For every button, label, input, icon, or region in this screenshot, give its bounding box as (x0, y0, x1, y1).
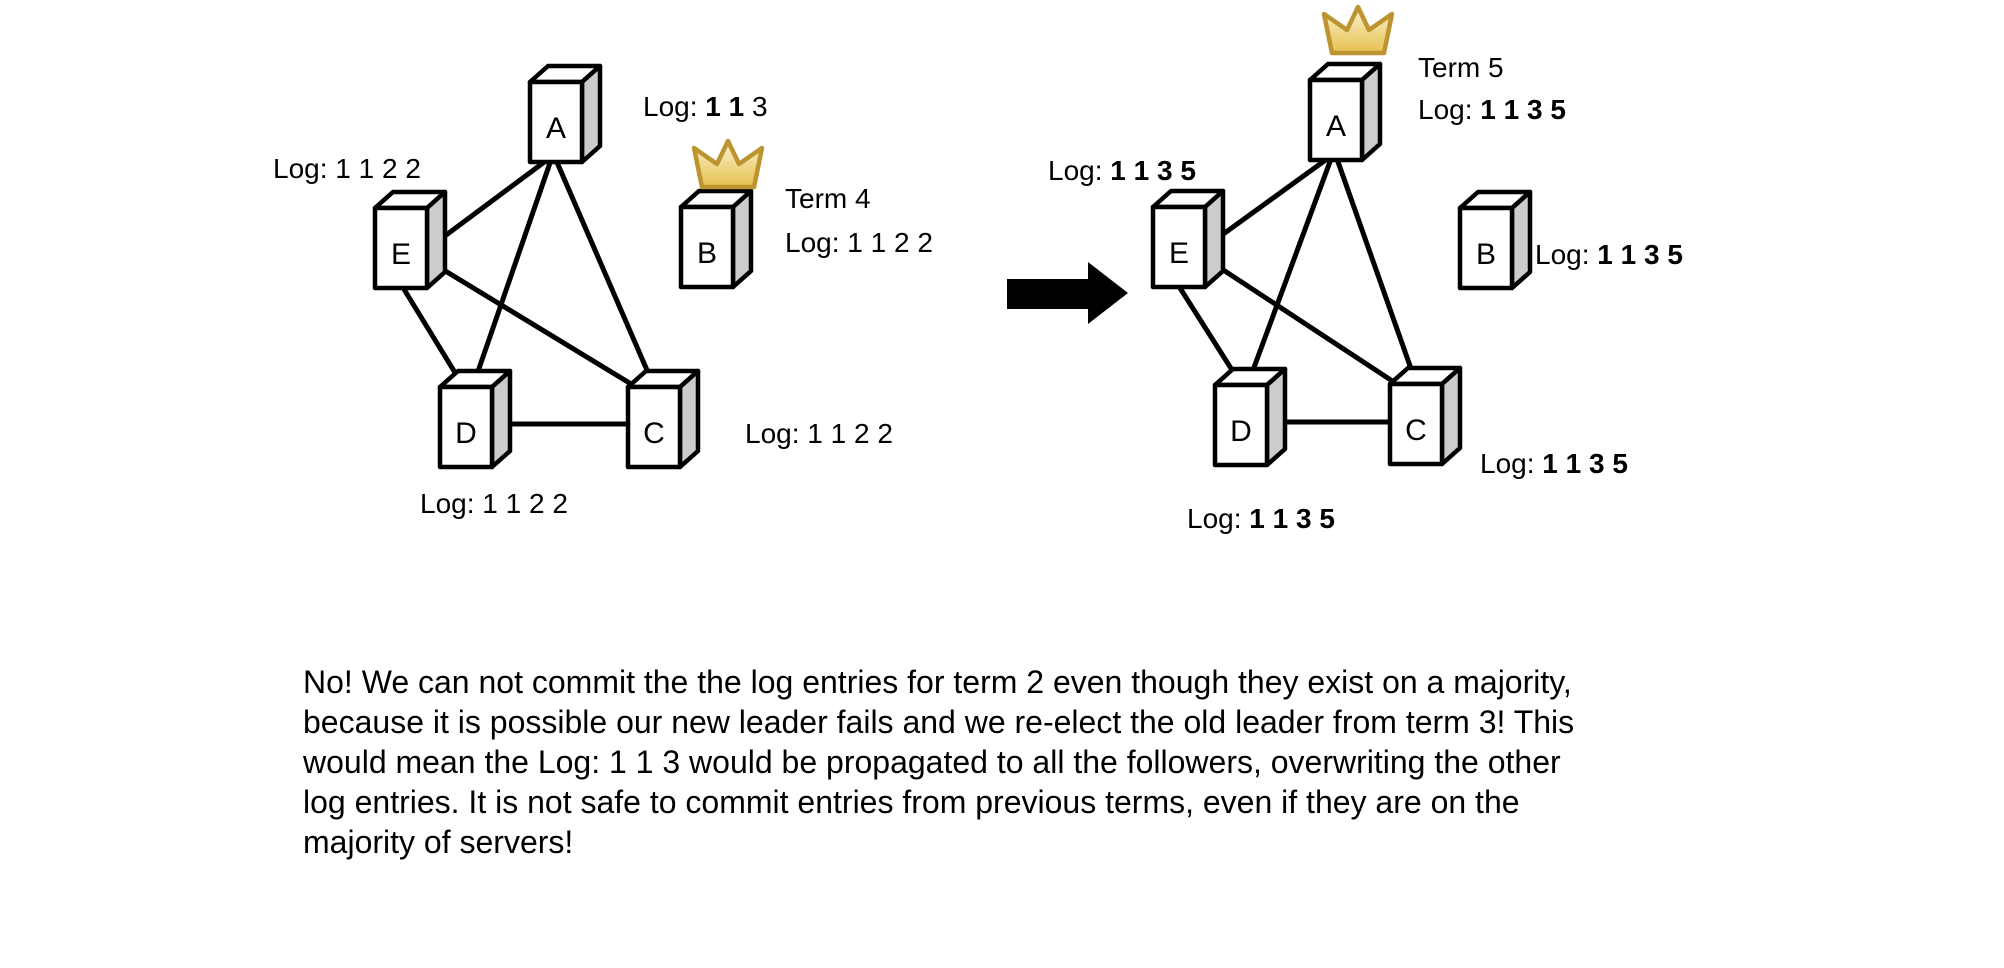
node-c-letter: C (643, 417, 665, 450)
log-prefix: Log: (643, 91, 706, 122)
node-c-right: C (1387, 365, 1463, 467)
log-label-a-left: Log: 1 1 3 (643, 90, 768, 124)
log-label-b-left: Log: 1 1 2 2 (785, 226, 933, 260)
caption-line: No! We can not commit the the log entrie… (303, 664, 1572, 700)
box-side-face (424, 189, 448, 291)
edge-a-d (471, 157, 554, 386)
term-text: Term 5 (1418, 52, 1504, 83)
box-side-face (1359, 61, 1383, 163)
box-side-face (1202, 188, 1226, 290)
node-c-left: C (625, 368, 701, 470)
node-a-letter: A (1326, 110, 1346, 143)
log-label-d-right: Log: 1 1 3 5 (1187, 502, 1335, 536)
edge-a-c (553, 157, 656, 387)
node-b-right: B (1457, 189, 1533, 291)
right-arrow-icon (1007, 262, 1128, 324)
log-text: Log: 1 1 2 2 (420, 488, 568, 519)
box-side-face (730, 188, 754, 290)
log-label-c-right: Log: 1 1 3 5 (1480, 447, 1628, 481)
box-front-face (1307, 77, 1365, 163)
right-cluster-edges (1177, 156, 1418, 425)
crown-icon (694, 141, 762, 187)
box-front-face (372, 205, 430, 291)
log-text: Log: 1 1 2 2 (273, 153, 421, 184)
edge-e-d (399, 283, 465, 387)
log-bold-part: 1 1 3 5 (1480, 94, 1566, 125)
box-front-face (678, 204, 736, 290)
log-label-e-left: Log: 1 1 2 2 (273, 152, 421, 186)
log-text: Log: 1 1 2 2 (785, 227, 933, 258)
log-text: Log: 1 1 2 2 (745, 418, 893, 449)
node-c-letter: C (1405, 414, 1427, 447)
log-label-d-left: Log: 1 1 2 2 (420, 487, 568, 521)
box-side-face (579, 63, 603, 165)
log-bold-part: 1 1 3 5 (1597, 239, 1683, 270)
node-e-right: E (1150, 188, 1226, 290)
caption-line: because it is possible our new leader fa… (303, 704, 1575, 740)
log-suffix: 3 (744, 91, 768, 122)
node-e-letter: E (1169, 237, 1189, 270)
node-b-left: B (678, 188, 754, 290)
node-a-right: A (1307, 61, 1383, 163)
caption-line: majority of servers! (303, 824, 574, 860)
node-e-letter: E (391, 238, 411, 271)
box-side-face (1264, 366, 1288, 468)
term-label-b-left: Term 4 (785, 182, 871, 216)
box-front-face (527, 79, 585, 165)
log-bold-part: 1 1 (705, 91, 745, 122)
log-prefix: Log: (1048, 155, 1111, 186)
explanation-paragraph: No! We can not commit the the log entrie… (303, 662, 1574, 862)
log-label-a-right: Log: 1 1 3 5 (1418, 93, 1566, 127)
log-label-c-left: Log: 1 1 2 2 (745, 417, 893, 451)
edge-a-c (1334, 156, 1418, 383)
log-prefix: Log: (1187, 503, 1250, 534)
term-label-a-right: Term 5 (1418, 51, 1504, 85)
log-prefix: Log: (1535, 239, 1598, 270)
box-front-face (625, 384, 683, 470)
edge-a-d (1246, 156, 1334, 384)
log-label-b-right: Log: 1 1 3 5 (1535, 238, 1683, 272)
box-front-face (437, 384, 495, 470)
log-prefix: Log: (1418, 94, 1481, 125)
caption-line: log entries. It is not safe to commit en… (303, 784, 1520, 820)
box-side-face (1439, 365, 1463, 467)
node-a-letter: A (546, 112, 566, 145)
box-side-face (677, 368, 701, 470)
node-b-letter: B (1476, 238, 1496, 271)
box-front-face (1150, 204, 1208, 290)
node-d-letter: D (1230, 415, 1252, 448)
log-label-e-right: Log: 1 1 3 5 (1048, 154, 1196, 188)
box-front-face (1212, 382, 1270, 468)
crown-icon (1324, 7, 1392, 53)
log-bold-part: 1 1 3 5 (1542, 448, 1628, 479)
box-front-face (1387, 381, 1445, 467)
node-a-left: A (527, 63, 603, 165)
node-d-letter: D (455, 417, 477, 450)
node-b-letter: B (697, 237, 717, 270)
node-d-right: D (1212, 366, 1288, 468)
edge-e-d (1177, 285, 1242, 384)
log-prefix: Log: (1480, 448, 1543, 479)
caption-line: would mean the Log: 1 1 3 would be propa… (303, 744, 1561, 780)
box-front-face (1457, 205, 1515, 291)
box-side-face (489, 368, 513, 470)
edge-e-c (421, 255, 644, 393)
box-side-face (1509, 189, 1533, 291)
term-text: Term 4 (785, 183, 871, 214)
node-e-left: E (372, 189, 448, 291)
log-bold-part: 1 1 3 5 (1249, 503, 1335, 534)
node-d-left: D (437, 368, 513, 470)
log-bold-part: 1 1 3 5 (1110, 155, 1196, 186)
edge-e-c (1199, 253, 1406, 391)
